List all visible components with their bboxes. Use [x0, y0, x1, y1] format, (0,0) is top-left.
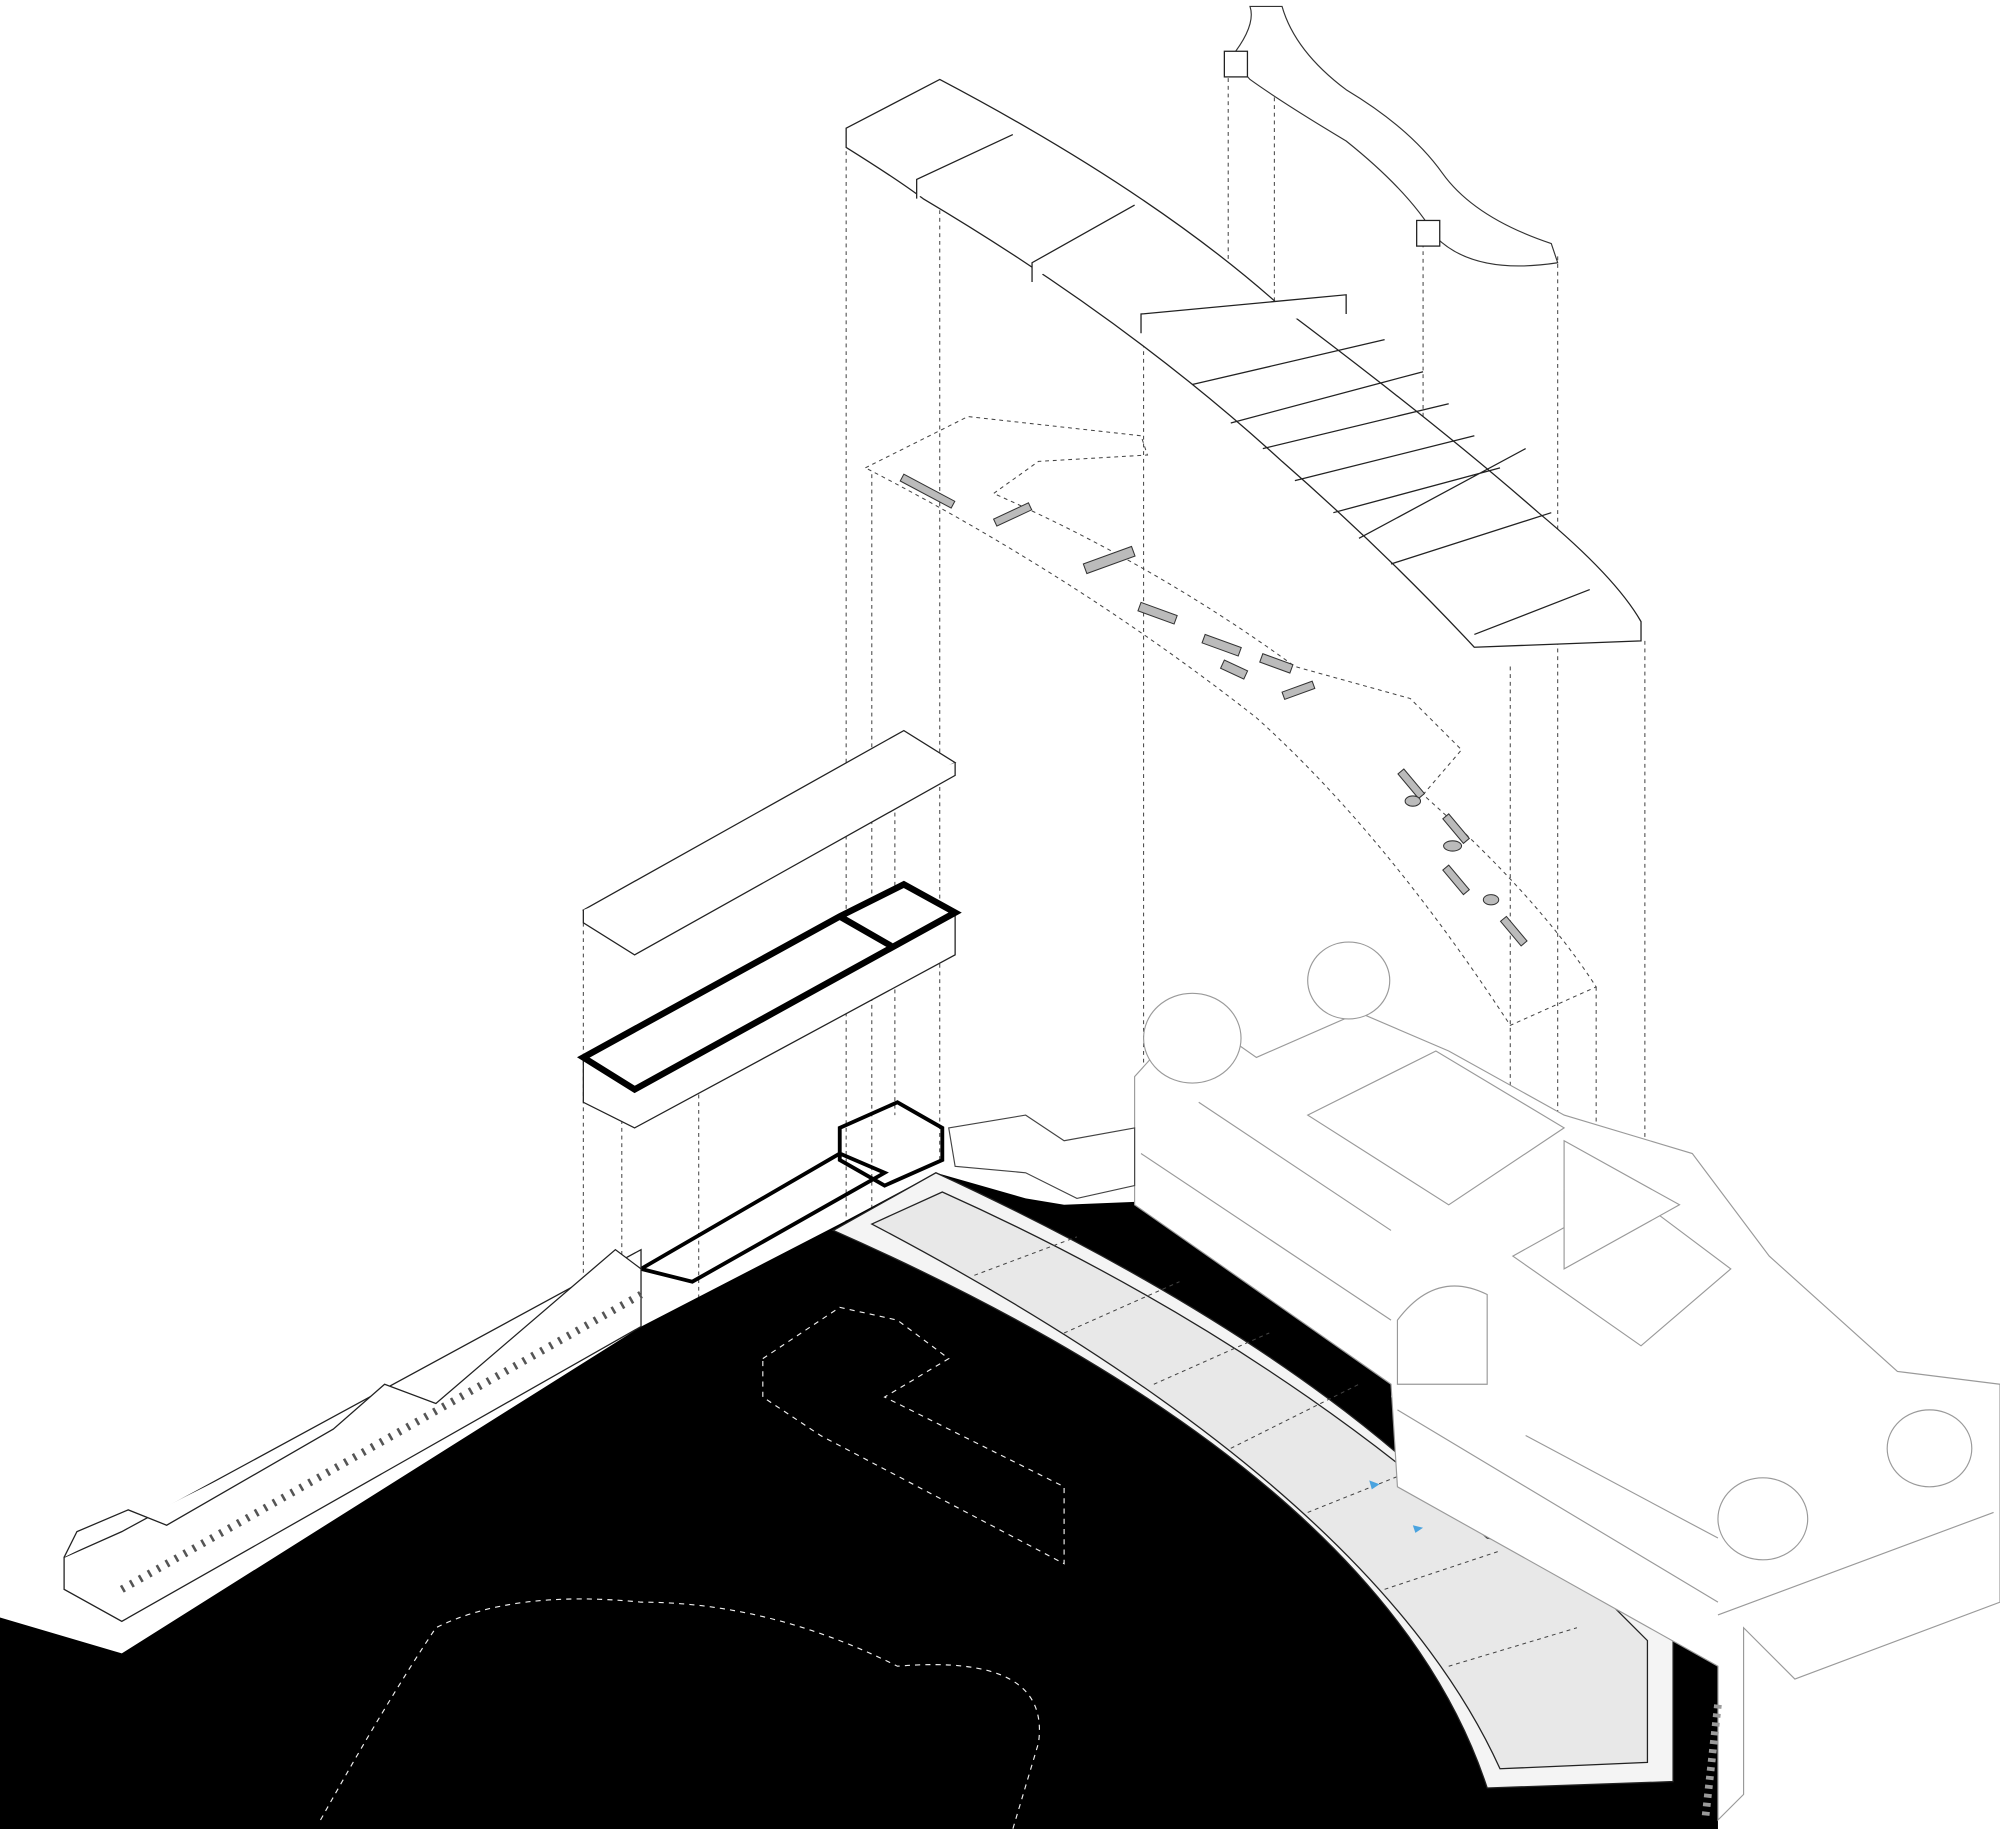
dome: [1886, 1409, 1973, 1488]
marker-icon: [1412, 1525, 1424, 1533]
garden-gate: [948, 1114, 1136, 1200]
furniture-blocks: [899, 473, 1528, 947]
marker-icon: [1369, 1480, 1380, 1490]
dome: [1143, 992, 1242, 1084]
dome: [1717, 1477, 1809, 1561]
dome: [1307, 941, 1391, 1020]
lower-wing-building: [63, 1248, 643, 1623]
palace-building: [1134, 941, 2000, 1822]
underground-ramp: [635, 1100, 1674, 1789]
foundation-outline: [762, 1306, 1065, 1565]
garden-outline: [320, 1598, 1041, 1829]
ornamental-parapet: [1223, 5, 1559, 267]
curved-roof-canopy: [845, 78, 1642, 648]
exploded-wing-volumes: [577, 729, 962, 1129]
ground-mass: [0, 1172, 1718, 1829]
furniture-layout-plane: [864, 416, 1597, 1027]
